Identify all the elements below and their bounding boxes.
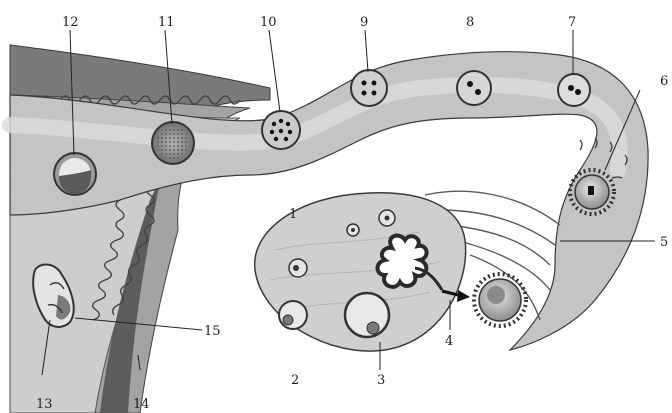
label-15: 15	[204, 324, 221, 339]
label-14: 14	[133, 397, 150, 412]
released-oocyte	[474, 274, 526, 326]
primordial-follicle	[379, 210, 395, 226]
label-7: 7	[568, 15, 576, 30]
four-cell-stage	[351, 70, 387, 106]
label-11: 11	[158, 15, 175, 30]
label-6: 6	[660, 74, 668, 89]
two-cell-stage	[457, 71, 491, 105]
label-2: 2	[291, 373, 299, 388]
label-4: 4	[445, 334, 453, 349]
label-1: 1	[289, 207, 297, 222]
label-12: 12	[62, 15, 79, 30]
blastocyst	[54, 153, 96, 195]
ovary	[255, 193, 466, 351]
primary-follicle	[289, 259, 307, 277]
graafian-follicle	[345, 293, 389, 337]
zygote-two-pronuclei	[558, 74, 590, 106]
label-13: 13	[36, 397, 53, 412]
morula	[152, 122, 194, 164]
label-5: 5	[660, 235, 668, 250]
label-9: 9	[360, 15, 368, 30]
label-10: 10	[260, 15, 277, 30]
label-3: 3	[377, 373, 385, 388]
secondary-follicle	[279, 301, 307, 329]
primordial-follicle	[347, 224, 359, 236]
eight-cell-stage	[262, 111, 300, 149]
label-8: 8	[466, 15, 474, 30]
